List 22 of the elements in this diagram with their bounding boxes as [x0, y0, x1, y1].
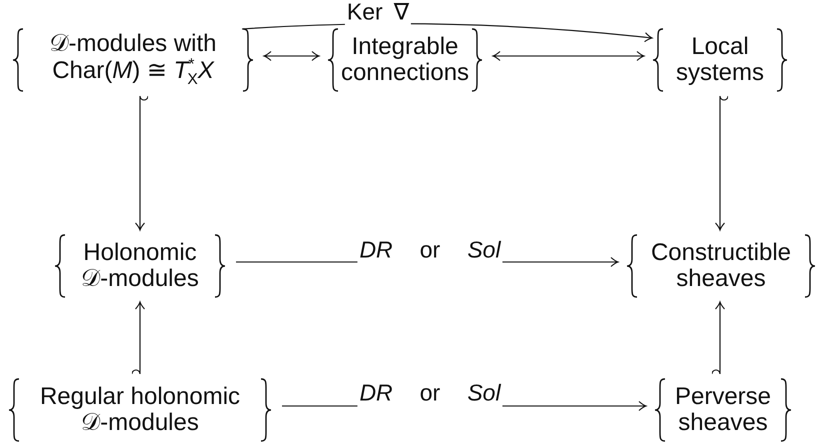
set-label: sheaves: [676, 266, 766, 292]
set-label: systems: [676, 60, 764, 86]
set-bracket: [652, 378, 794, 442]
set-bracket: [52, 234, 228, 298]
set-bracket: [650, 28, 790, 92]
set-label: 𝒟-modules: [81, 410, 199, 436]
edge-label: Ker ∇: [344, 0, 412, 26]
set-bracket: [624, 234, 818, 298]
set-label: 𝒟-modules: [81, 266, 199, 292]
set-bracket: [325, 28, 485, 92]
set-label: connections: [340, 60, 470, 86]
set-label: Local: [691, 34, 749, 60]
set-label: Constructible: [650, 240, 792, 266]
set-bracket: [6, 378, 274, 442]
set-label: Regular holonomic: [40, 384, 240, 410]
set-label: Integrable: [352, 34, 458, 60]
set-bracket: [10, 28, 256, 92]
set-label: Char(M) ≅ T$^{*}$$_{X}$X: [52, 57, 214, 89]
set-label: 𝒟-modules with: [49, 31, 217, 58]
set-label: sheaves: [678, 410, 768, 436]
set-label: Perverse: [674, 384, 772, 410]
set-label: Holonomic: [83, 240, 197, 266]
